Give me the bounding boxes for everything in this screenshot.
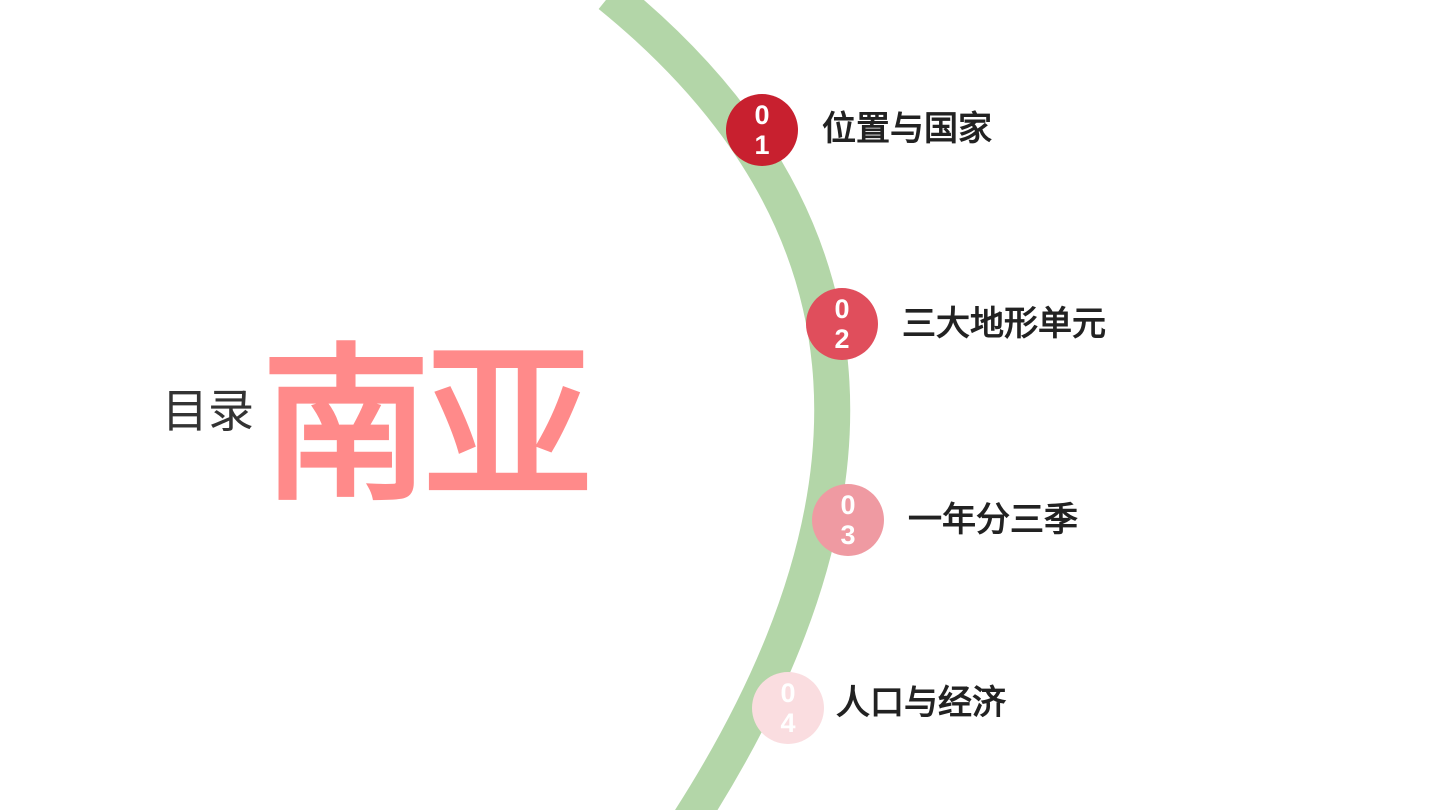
badge-digit: 4 [780, 708, 796, 738]
item-number-badge-4: 0 4 [752, 672, 824, 744]
badge-digit: 0 [834, 294, 850, 324]
toc-title: 南亚 [262, 328, 592, 524]
badge-digit: 0 [840, 490, 856, 520]
badge-digit: 1 [754, 130, 770, 160]
toc-item-3[interactable]: 一年分三季 [908, 500, 1078, 540]
toc-item-1[interactable]: 位置与国家 [822, 109, 992, 149]
item-number-badge-1: 0 1 [726, 94, 798, 166]
item-number-badge-3: 0 3 [812, 484, 884, 556]
item-number-badge-2: 0 2 [806, 288, 878, 360]
toc-item-4[interactable]: 人口与经济 [836, 683, 1006, 723]
toc-label: 目录 [162, 384, 254, 438]
toc-item-2[interactable]: 三大地形单元 [902, 304, 1106, 344]
badge-digit: 0 [754, 100, 770, 130]
badge-digit: 3 [840, 520, 856, 550]
badge-digit: 0 [780, 678, 796, 708]
badge-digit: 2 [834, 324, 850, 354]
